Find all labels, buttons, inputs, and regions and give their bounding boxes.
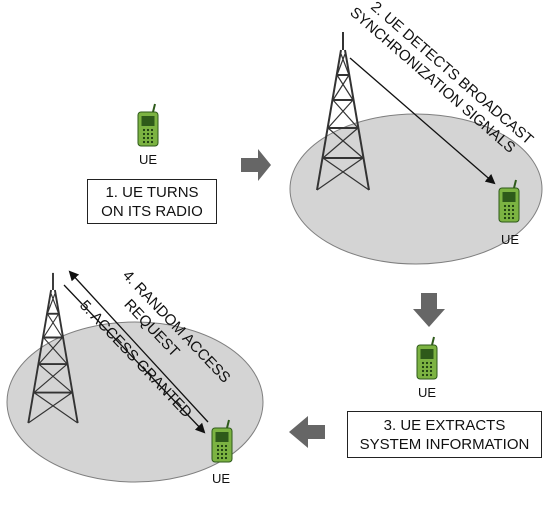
step1-box: 1. UE TURNS ON ITS RADIO — [87, 179, 217, 224]
block-arrow-icon — [413, 293, 445, 327]
ue-label: UE — [418, 385, 436, 400]
step3-box: 3. UE EXTRACTS SYSTEM INFORMATION — [347, 411, 542, 458]
access-granted-arrow — [63, 284, 206, 434]
sync-signal-arrow — [349, 57, 496, 185]
ue-label: UE — [212, 471, 230, 486]
coverage-area-top — [289, 113, 543, 265]
block-arrow-icon — [241, 149, 271, 181]
ue-label: UE — [501, 232, 519, 247]
step3-line1: 3. UE EXTRACTS — [383, 416, 506, 434]
step1-line1: 1. UE TURNS — [105, 183, 199, 201]
step1-line2: ON ITS RADIO — [101, 202, 203, 220]
mobile-phone-icon — [137, 103, 159, 147]
random-access-request-arrow — [68, 270, 209, 423]
step3-line2: SYSTEM INFORMATION — [359, 435, 530, 453]
ue-label: UE — [139, 152, 157, 167]
block-arrow-icon — [289, 416, 325, 448]
coverage-area-bottom — [6, 321, 264, 483]
mobile-phone-icon — [416, 336, 438, 380]
